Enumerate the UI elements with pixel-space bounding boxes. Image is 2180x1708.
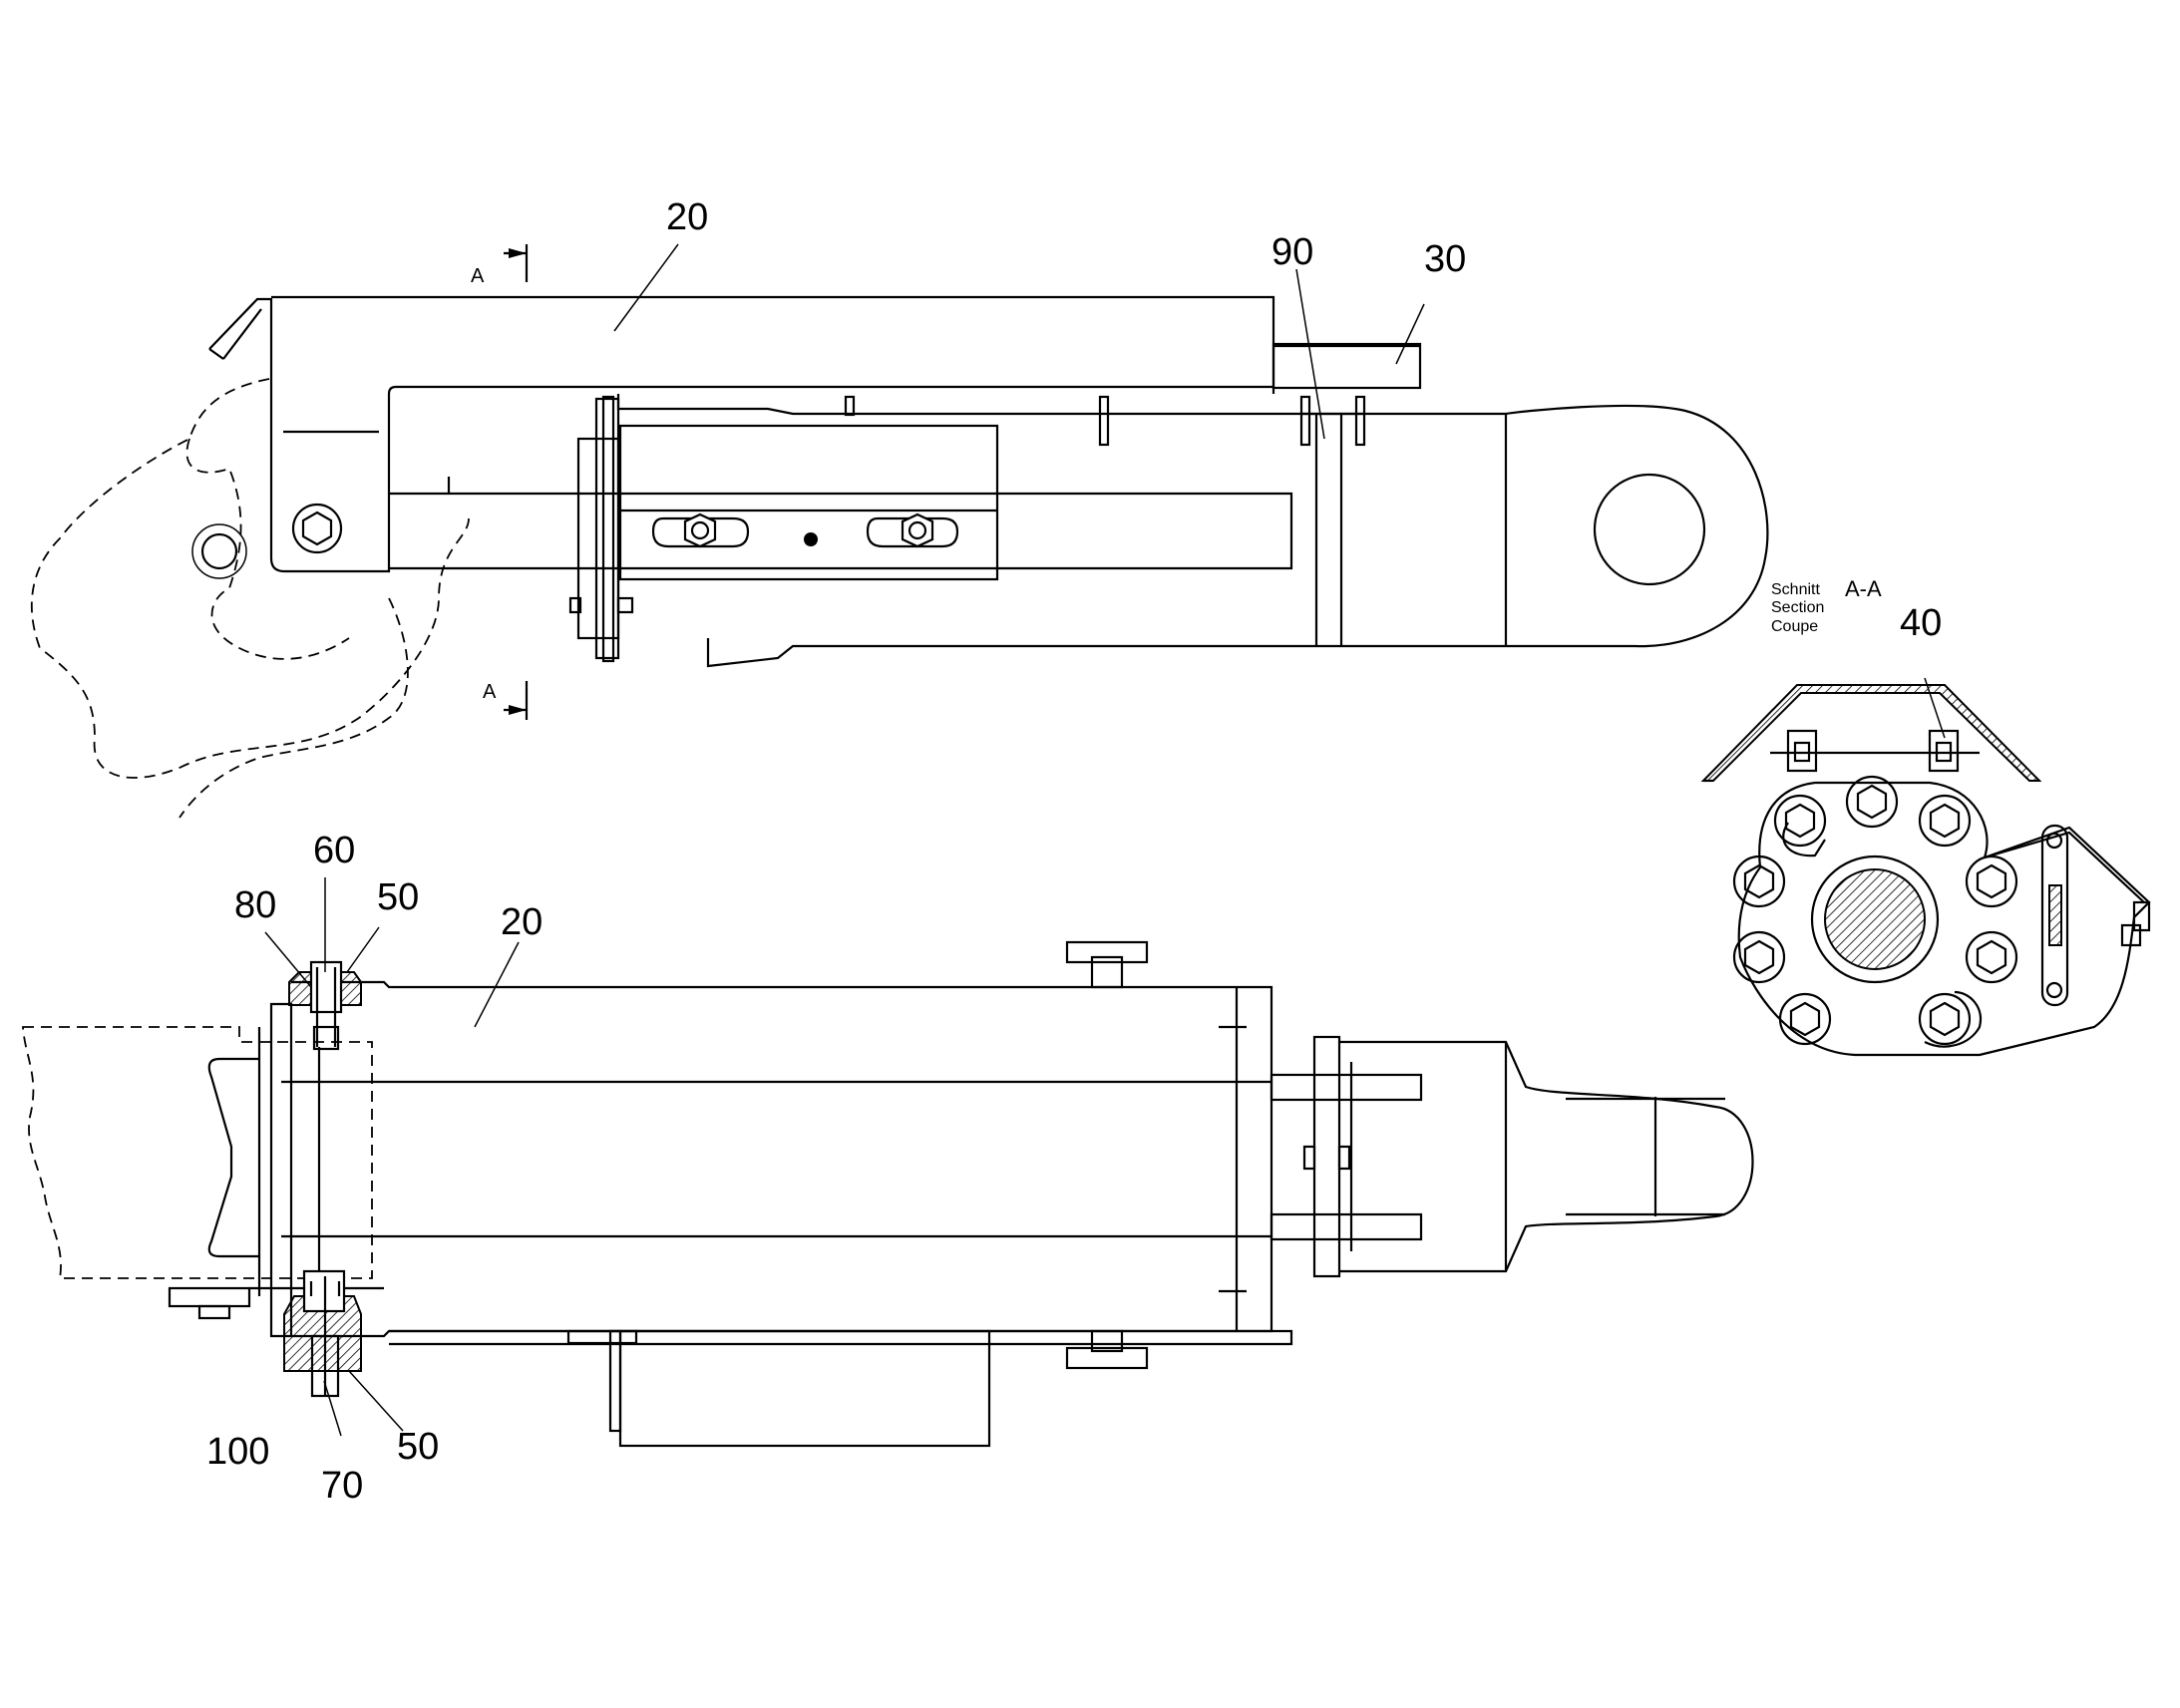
section-mark-upper: A (471, 265, 485, 287)
cylinder-body (616, 394, 1769, 668)
upper-bolt-assembly (288, 960, 362, 1051)
clip-left (1786, 729, 1818, 773)
label-60: 60 (313, 830, 355, 871)
section-caption-line2: Section (1771, 599, 1824, 616)
flange-bolts (1732, 775, 2018, 1046)
section-caption-line3: Coupe (1771, 618, 1818, 635)
label-90: 90 (1272, 231, 1313, 273)
flange-body (1737, 781, 2151, 1057)
section-marker-lower: A (483, 681, 529, 720)
shaft-hatched (1824, 868, 1926, 970)
label-30: 30 (1424, 238, 1466, 280)
plate-30 (1272, 342, 1422, 390)
section-mark-lower: A (483, 681, 497, 703)
section-marker-upper: A (471, 244, 529, 287)
plan-view (22, 877, 1754, 1448)
bracket-bolt (291, 503, 343, 554)
section-caption-name: A-A (1845, 576, 1882, 601)
top-knob (1065, 940, 1149, 964)
part-labels: 20 90 30 40 60 80 50 20 100 70 50 (206, 196, 1942, 1507)
v-slot (207, 1027, 261, 1296)
eye-bore (1593, 473, 1706, 586)
slot (2040, 824, 2069, 1007)
clip-40 (1928, 729, 1960, 773)
shaft-bore (1810, 854, 1940, 984)
lower-bolt-assembly (283, 1269, 362, 1398)
slide-block (618, 424, 999, 581)
label-70: 70 (321, 1465, 363, 1507)
label-20-bottom: 20 (501, 901, 543, 943)
cover-hatched (1700, 684, 2042, 782)
label-80: 80 (234, 884, 276, 926)
label-100: 100 (206, 1431, 269, 1473)
rod-end (1339, 1040, 1754, 1273)
section-caption-line1: Schnitt (1771, 581, 1820, 598)
label-50-upper: 50 (377, 876, 419, 918)
label-20-top: 20 (666, 196, 708, 238)
side-view: A A (30, 243, 1769, 819)
label-40: 40 (1900, 602, 1942, 644)
pivot-bolt-dashed (191, 523, 247, 579)
label-50-lower: 50 (397, 1426, 439, 1468)
section-a-a: Schnitt Section Coupe A-A (1700, 576, 2151, 1057)
bracket-20 (208, 295, 1275, 573)
housing-20 (269, 1002, 293, 1338)
lower-box (618, 1329, 991, 1448)
